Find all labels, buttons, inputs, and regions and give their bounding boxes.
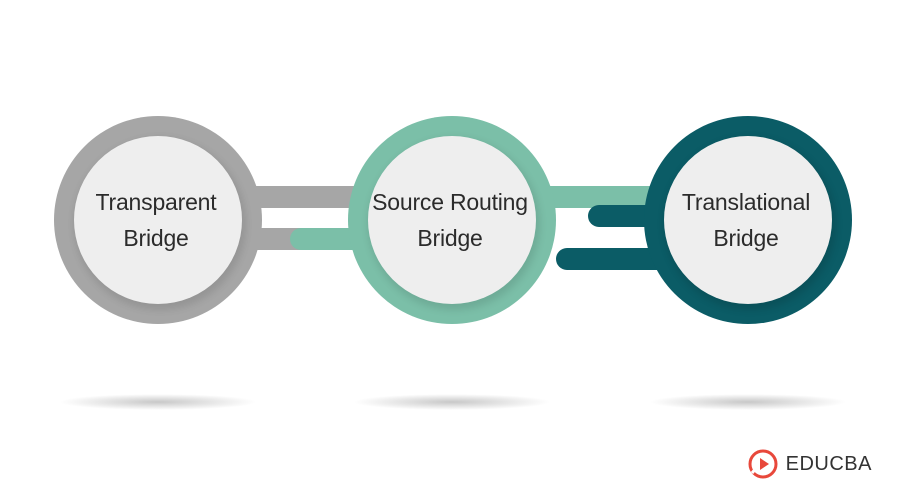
connector-3-notch: [600, 228, 632, 248]
node-2-label: Source Routing Bridge: [365, 184, 535, 256]
node-2-label-line1: Source Routing: [372, 189, 528, 215]
brand-watermark: EDUCBA: [748, 449, 872, 479]
node-2-shadow: [354, 394, 550, 410]
node-3-label: Translational Bridge: [661, 184, 831, 256]
node-3-shadow: [650, 394, 846, 410]
node-1-shadow: [60, 394, 256, 410]
node-3-label-line2: Bridge: [713, 225, 779, 251]
node-1-inner: [74, 136, 242, 304]
node-2-inner: [368, 136, 536, 304]
node-2-label-line2: Bridge: [417, 225, 483, 251]
node-3-label-line1: Translational: [681, 189, 811, 215]
node-3-inner: [664, 136, 832, 304]
node-1-label-line2: Bridge: [123, 225, 189, 251]
node-1-label-line1: Transparent: [95, 189, 217, 215]
brand-name: EDUCBA: [785, 452, 872, 475]
node-1-label: Transparent Bridge: [71, 184, 241, 256]
connector-1-upper-band: [240, 186, 370, 208]
educba-logo-icon: [748, 449, 778, 479]
